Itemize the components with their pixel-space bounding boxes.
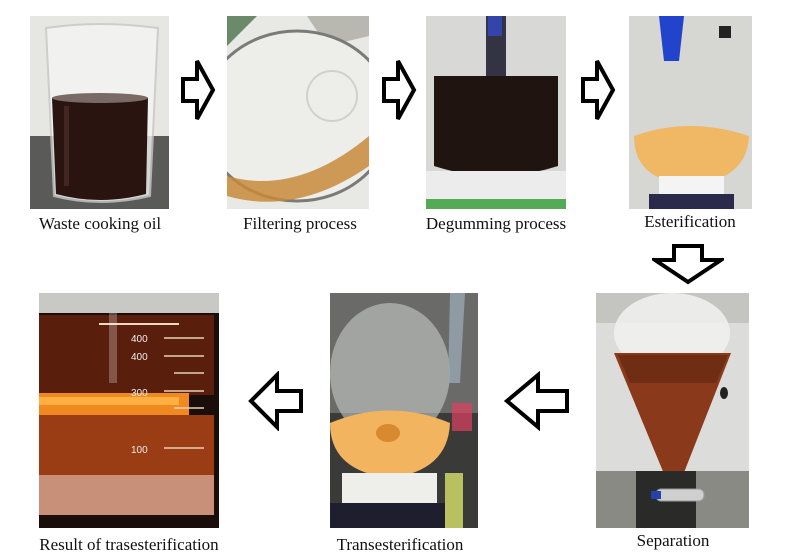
photo-esterification bbox=[629, 16, 752, 209]
photo-degumming-process bbox=[426, 16, 566, 209]
arrow-left-icon bbox=[504, 371, 570, 431]
photo-filtering-process bbox=[227, 16, 369, 209]
label-transesterification: Transesterification bbox=[336, 535, 464, 554]
arrow-right-icon bbox=[180, 57, 216, 123]
beaker-mark: 300 bbox=[131, 388, 148, 399]
label-separation: Separation bbox=[636, 531, 710, 550]
beaker-mark: 100 bbox=[131, 445, 148, 456]
beaker-mark: 400 bbox=[131, 352, 148, 363]
photo-result-of-transesterification: 400 400 300 100 bbox=[39, 293, 219, 528]
photo-separation bbox=[596, 293, 749, 528]
label-filtering-process: Filtering process bbox=[243, 214, 357, 233]
arrow-right-icon bbox=[580, 57, 616, 123]
photo-transesterification bbox=[330, 293, 478, 528]
label-degumming-process: Degumming process bbox=[425, 214, 567, 233]
beaker-mark: 400 bbox=[131, 334, 148, 345]
arrow-down-icon bbox=[652, 243, 724, 285]
arrow-left-icon bbox=[248, 371, 304, 431]
label-waste-cooking-oil: Waste cooking oil bbox=[38, 214, 162, 233]
photo-waste-cooking-oil bbox=[30, 16, 169, 209]
label-result-of-transesterification: Result of trasesterification bbox=[39, 535, 219, 554]
arrow-right-icon bbox=[381, 57, 417, 123]
label-esterification: Esterification bbox=[644, 212, 736, 231]
